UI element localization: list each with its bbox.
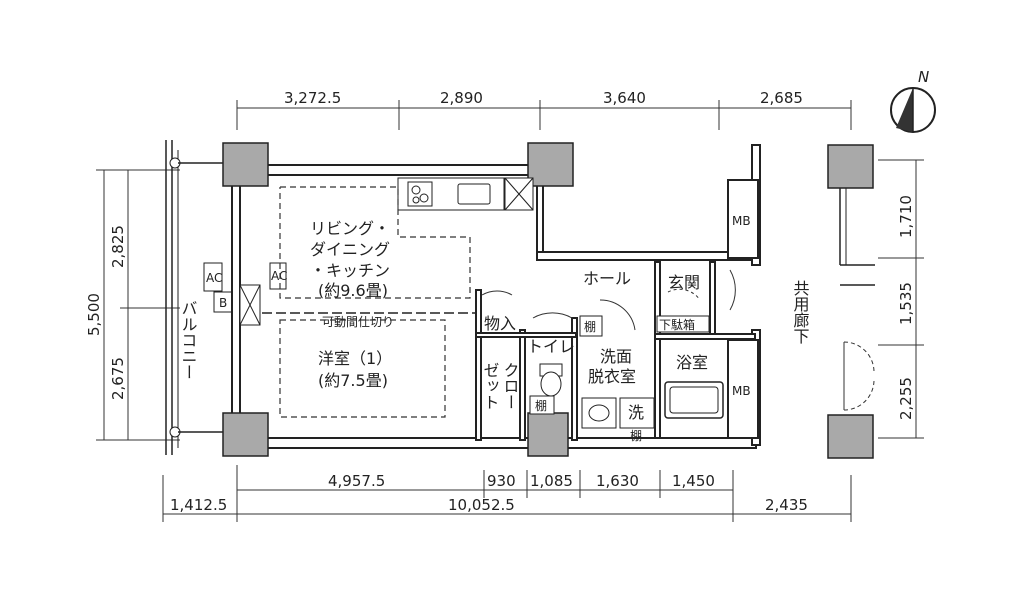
shoe-box-label: 下駄箱 xyxy=(659,317,695,332)
kitchen-counter xyxy=(397,177,534,211)
shelf-label-2: 棚 xyxy=(584,319,596,334)
bath-label: 浴室 xyxy=(676,353,708,372)
shelf-box-1 xyxy=(529,395,555,415)
exterior-walls xyxy=(231,144,761,449)
b-label: B xyxy=(219,296,227,310)
interior-walls xyxy=(475,261,756,441)
dim-bottom-inner-3: 1,085 xyxy=(530,472,573,490)
column-top-mid xyxy=(527,142,574,187)
washer-box xyxy=(619,397,655,429)
dim-top-4: 2,685 xyxy=(760,89,803,107)
closet-col-2: クロー xyxy=(501,362,520,410)
shelf-label-3: 棚 xyxy=(630,428,642,443)
left-dimension-line xyxy=(96,169,180,441)
living-area: (約9.6畳) xyxy=(318,281,388,300)
dim-right-1: 1,710 xyxy=(897,195,915,238)
dim-top-3: 3,640 xyxy=(603,89,646,107)
ac-unit-indoor xyxy=(269,262,287,290)
ac-label-2: AC xyxy=(271,269,287,283)
shoe-box xyxy=(656,315,710,333)
hall-label: ホール xyxy=(583,269,631,288)
closet-col-1: ゼット xyxy=(481,362,500,410)
dim-right-2: 1,535 xyxy=(897,282,915,325)
dim-bottom-inner-1: 4,957.5 xyxy=(328,472,385,490)
shelf-box-2 xyxy=(579,315,603,337)
column-top-right xyxy=(827,144,874,189)
entrance-label: 玄関 xyxy=(668,273,700,292)
mb-label-2: MB xyxy=(732,384,751,398)
washroom-label-2: 脱衣室 xyxy=(588,367,636,386)
living-label-3: ・キッチン xyxy=(310,261,390,280)
washer-label: 洗 xyxy=(628,403,644,422)
ac-label-1: AC xyxy=(206,271,222,285)
living-label-1: リビング・ xyxy=(310,219,390,238)
bathtub xyxy=(664,381,724,419)
toilet-bowl xyxy=(540,371,562,397)
western-room-area: (約7.5畳) xyxy=(318,371,388,390)
compass-icon xyxy=(890,87,936,133)
shelf-label-1: 棚 xyxy=(535,398,547,413)
dim-bottom-inner-4: 1,630 xyxy=(596,472,639,490)
dim-left-part-1: 2,825 xyxy=(109,225,127,268)
dim-bottom-inner-5: 1,450 xyxy=(672,472,715,490)
bottom-dimension-line xyxy=(162,465,852,522)
corridor-label: 共用廊下 xyxy=(791,280,810,344)
dim-left-part-2: 2,675 xyxy=(109,357,127,400)
column-bottom-right xyxy=(827,414,874,459)
column-bottom-mid xyxy=(527,412,569,457)
entrance-arc xyxy=(667,288,701,301)
right-dimension-line xyxy=(878,159,924,439)
partition-label: 可動間仕切り xyxy=(322,315,394,329)
storage-label: 物入 xyxy=(484,314,516,333)
bathtub-inner xyxy=(669,386,719,414)
living-label-2: ダイニング xyxy=(310,240,390,259)
western-room-label: 洋室（1） xyxy=(318,349,392,368)
western-room-dashed-outline xyxy=(279,319,446,418)
compass-label: N xyxy=(918,68,929,86)
dim-bottom-outer-3: 2,435 xyxy=(765,496,808,514)
top-dimension-line xyxy=(236,100,852,130)
column-bottom-left xyxy=(222,412,269,457)
dim-bottom-outer-2: 10,052.5 xyxy=(448,496,515,514)
mb-label-1: MB xyxy=(732,214,751,228)
balcony-label: バルコニー xyxy=(179,300,198,380)
dim-bottom-inner-2: 930 xyxy=(487,472,516,490)
dim-top-1: 3,272.5 xyxy=(284,89,341,107)
toilet-label: トイレ xyxy=(527,337,575,356)
dim-left-total: 5,500 xyxy=(85,293,103,336)
column-top-left xyxy=(222,142,269,187)
living-dashed-outline xyxy=(279,186,471,299)
dim-top-2: 2,890 xyxy=(440,89,483,107)
door-swings xyxy=(481,269,875,411)
washroom-label-1: 洗面 xyxy=(600,347,632,366)
balcony-railing xyxy=(165,140,228,455)
ac-unit-outdoor xyxy=(203,262,223,292)
washbasin-bowl xyxy=(588,404,610,422)
dim-right-3: 2,255 xyxy=(897,377,915,420)
dim-bottom-outer-1: 1,412.5 xyxy=(170,496,227,514)
